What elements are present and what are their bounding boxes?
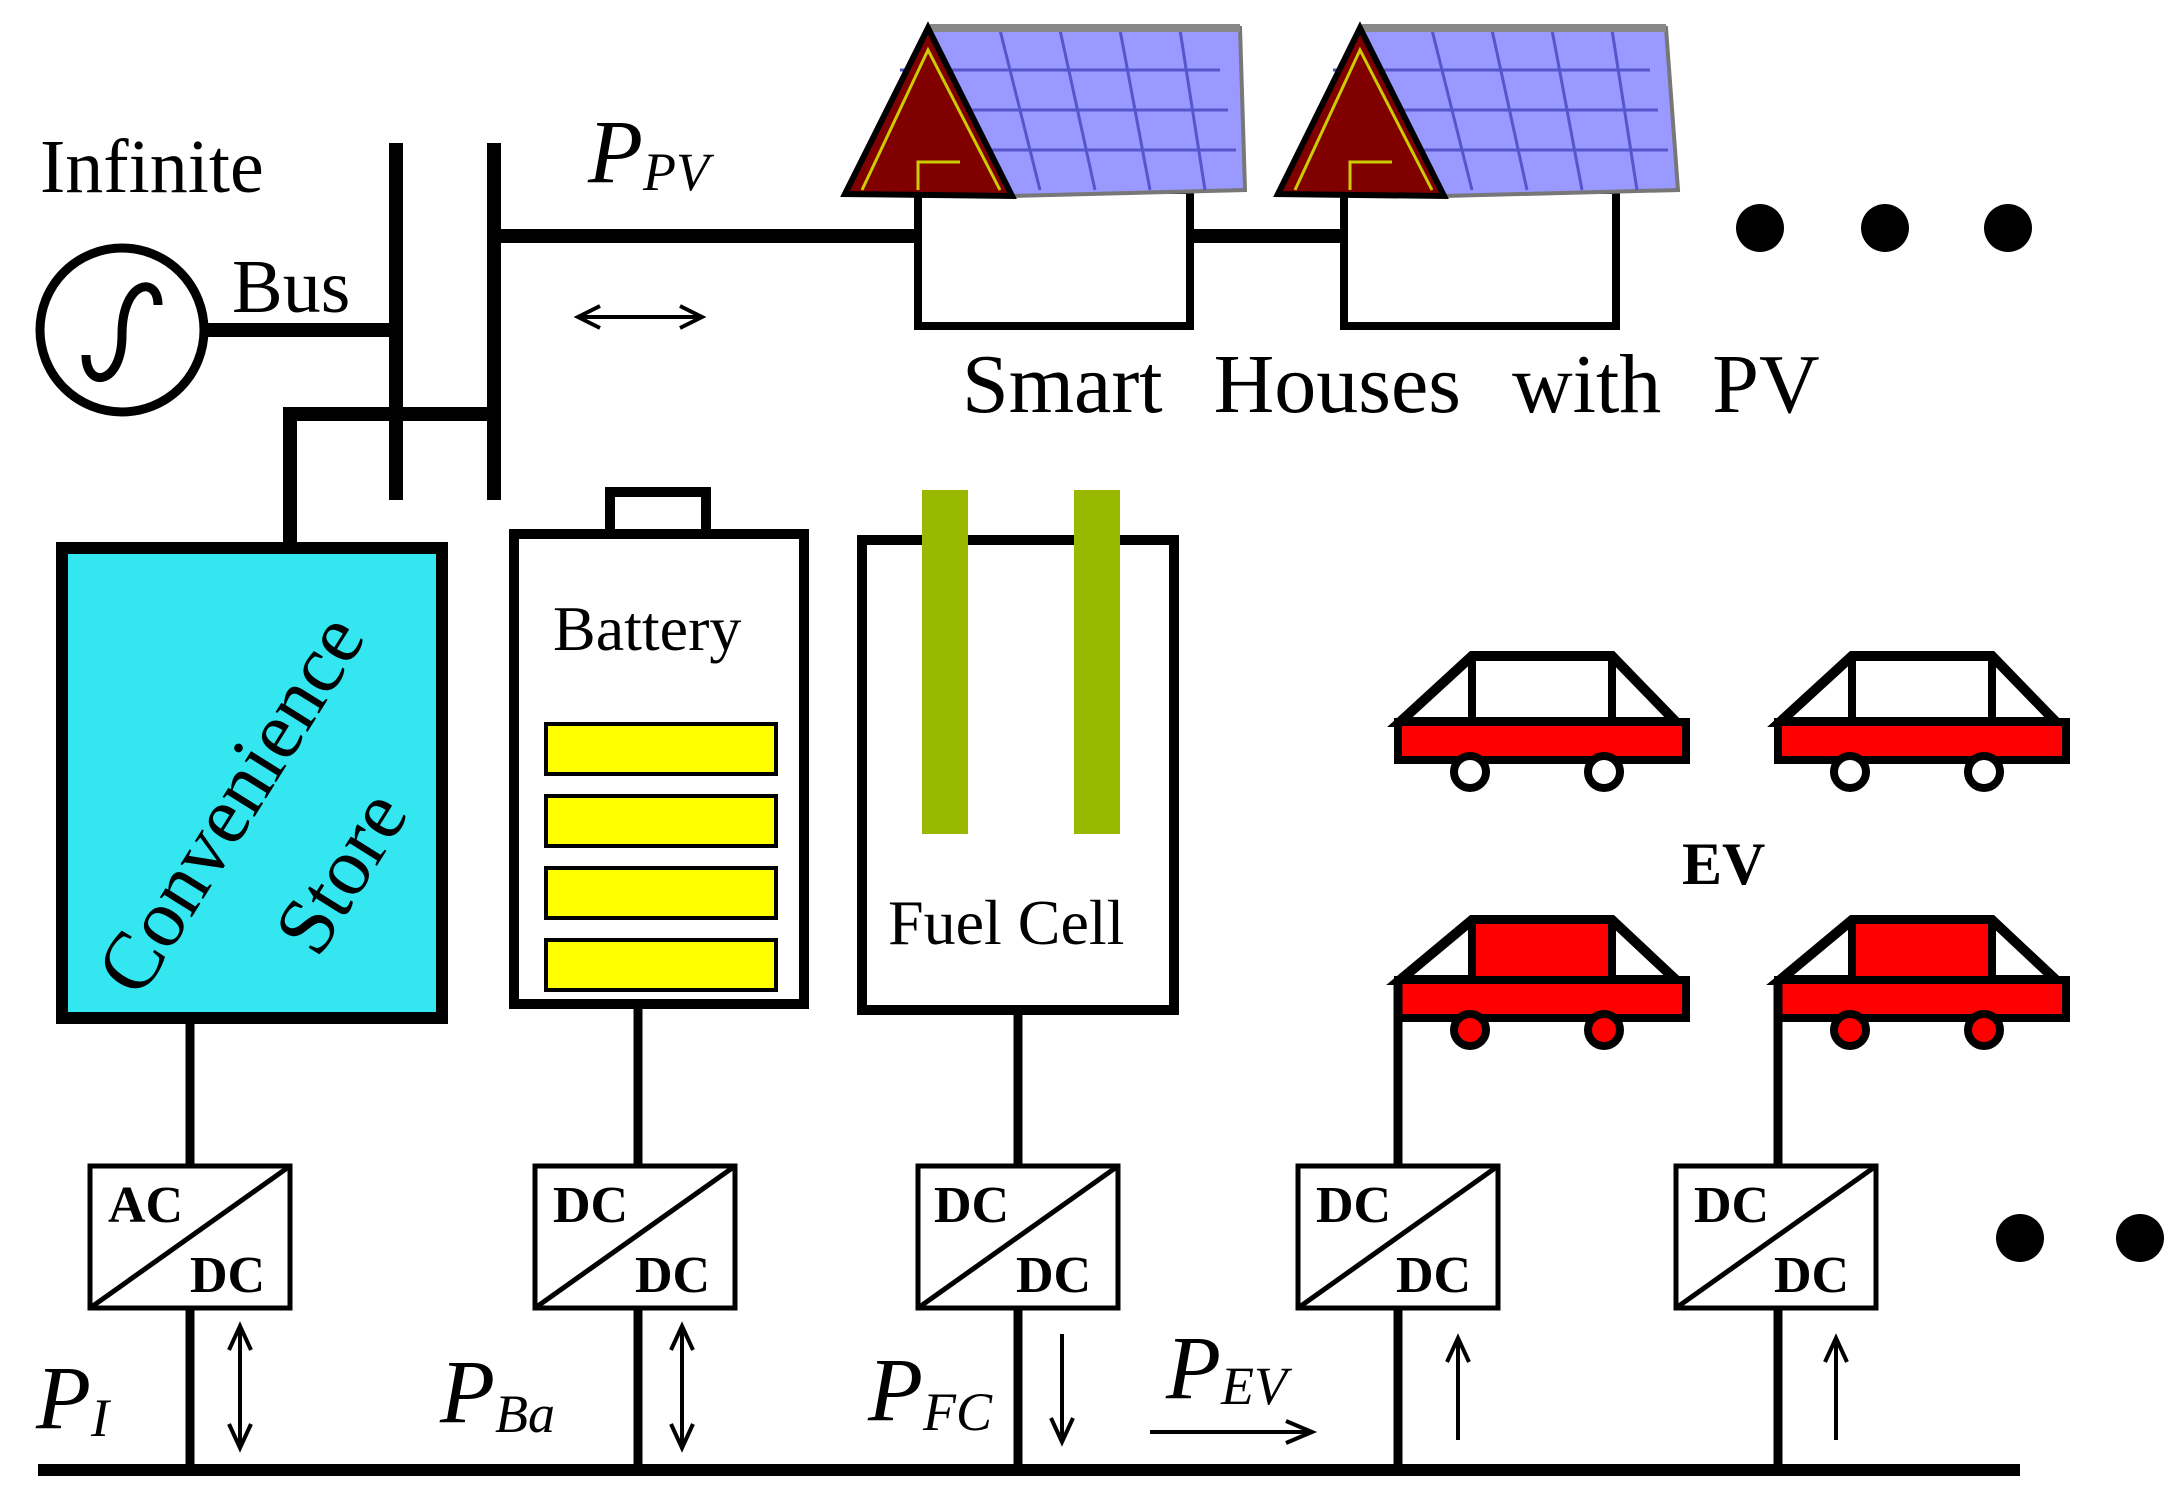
p-battery-label: PBa bbox=[439, 1343, 555, 1444]
svg-text:DC: DC bbox=[1396, 1247, 1471, 1304]
svg-text:AC: AC bbox=[108, 1177, 183, 1234]
battery-bidirectional-arrow bbox=[669, 1321, 695, 1453]
fuel-cell-label: Fuel Cell bbox=[888, 887, 1124, 958]
svg-text:DC: DC bbox=[190, 1247, 265, 1304]
fuel-cell-rod bbox=[1074, 490, 1120, 834]
fuel-cell: Fuel Cell bbox=[857, 490, 1179, 1015]
pv-bidirectional-arrow bbox=[573, 304, 707, 330]
battery-cell bbox=[544, 722, 778, 776]
svg-text:PI: PI bbox=[35, 1349, 112, 1448]
smart-house-1 bbox=[840, 21, 1248, 330]
svg-text:DC: DC bbox=[1016, 1247, 1091, 1304]
fuel-cell-rod bbox=[922, 490, 968, 834]
svg-text:DC: DC bbox=[1774, 1247, 1849, 1304]
ev-bus-right-arrow bbox=[1150, 1419, 1318, 1445]
infinite-label: Infinite bbox=[40, 125, 264, 209]
p-pv-label: PPV bbox=[587, 103, 715, 202]
converter-dc-dc-ev-2: DC DC bbox=[1673, 1163, 1879, 1311]
converter-dc-dc-battery: DC DC bbox=[532, 1163, 738, 1311]
ev2-up-arrow bbox=[1823, 1333, 1849, 1440]
svg-text:PBa: PBa bbox=[439, 1343, 555, 1444]
svg-text:DC: DC bbox=[1694, 1177, 1769, 1234]
ellipsis-bottom-icon bbox=[1996, 1214, 2164, 1262]
svg-text:PPV: PPV bbox=[587, 103, 715, 202]
ev1-up-arrow bbox=[1445, 1333, 1471, 1440]
converter-ac-dc: AC DC bbox=[87, 1163, 293, 1311]
battery-cell bbox=[544, 794, 778, 848]
sine-icon bbox=[81, 282, 163, 383]
smart-houses-label: Smart Houses with PV bbox=[962, 338, 1820, 431]
p-fuel-cell-label: PFC bbox=[867, 1341, 993, 1442]
svg-text:DC: DC bbox=[635, 1247, 710, 1304]
svg-text:PFC: PFC bbox=[867, 1341, 993, 1442]
converter-dc-dc-fuel-cell: DC DC bbox=[915, 1163, 1121, 1311]
ev-label: EV bbox=[1682, 831, 1765, 897]
p-ev-label: PEV bbox=[1165, 1319, 1293, 1418]
bus-wiring bbox=[204, 143, 1344, 580]
ev-car-4 bbox=[1766, 915, 2070, 1050]
fuel-cell-down-arrow bbox=[1049, 1334, 1075, 1447]
svg-text:PEV: PEV bbox=[1165, 1319, 1293, 1418]
inv-bidirectional-arrow bbox=[227, 1321, 253, 1453]
svg-text:DC: DC bbox=[553, 1177, 628, 1234]
smart-house-2 bbox=[1273, 21, 1681, 330]
battery: Battery bbox=[509, 487, 809, 1009]
battery-label: Battery bbox=[553, 593, 741, 664]
svg-text:DC: DC bbox=[934, 1177, 1009, 1234]
battery-cell bbox=[544, 866, 778, 920]
bus-label: Bus bbox=[232, 245, 350, 329]
battery-cell bbox=[544, 938, 778, 992]
converter-dc-dc-ev-1: DC DC bbox=[1295, 1163, 1501, 1311]
dc-wiring bbox=[185, 980, 1783, 1470]
ev-car-3 bbox=[1386, 915, 1690, 1050]
svg-text:DC: DC bbox=[1316, 1177, 1391, 1234]
ev-car-1 bbox=[1387, 651, 1690, 792]
ev-car-2 bbox=[1767, 651, 2070, 792]
p-inv-label: PI bbox=[35, 1349, 112, 1448]
ac-source bbox=[35, 243, 209, 417]
ellipsis-top-icon bbox=[1736, 204, 2032, 252]
convenience-store: Convenience Store bbox=[56, 542, 448, 1024]
